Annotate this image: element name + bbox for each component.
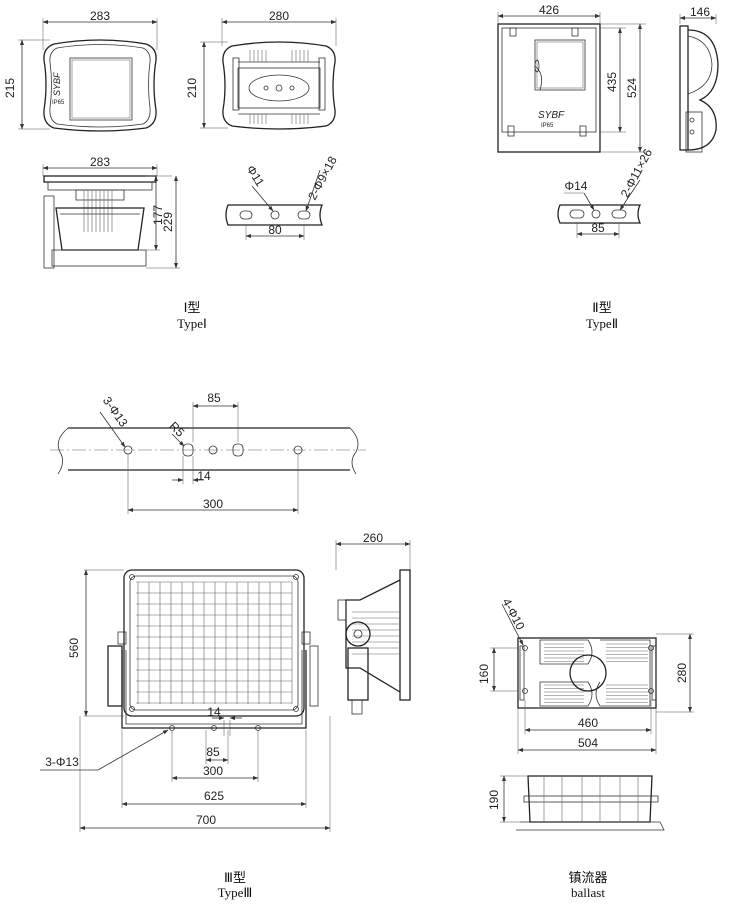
type3-300: 300: [203, 764, 223, 778]
type1-caption-cn: Ⅰ型: [184, 300, 201, 315]
type1-front-height: 215: [3, 78, 17, 98]
type3-625: 625: [204, 789, 224, 803]
type3-side-depth: 260: [363, 531, 383, 545]
type1-back-height: 210: [185, 78, 199, 98]
ballast-fins: [544, 643, 648, 703]
type1-brand: SYBF: [52, 72, 62, 96]
type1-mount-hole: Φ11: [244, 163, 268, 189]
type1-depth2: 229: [161, 212, 175, 232]
type2-depth: 146: [690, 5, 710, 19]
type1-back-view: 280 210: [185, 9, 337, 130]
type2-mount-slot: 2-Φ11×26: [618, 146, 655, 200]
type1-front-view: 283 215 SYBF IP65: [3, 9, 158, 132]
type2-mount-plate: 85 Φ14 2-Φ11×26: [557, 146, 655, 238]
type3-700: 700: [196, 813, 216, 827]
type3-85: 85: [206, 745, 220, 759]
ballast-504: 504: [578, 736, 598, 750]
bracket-r5: R5: [166, 419, 187, 440]
bracket-holes: 3-Φ13: [100, 394, 131, 430]
type2-h1: 435: [605, 72, 619, 92]
type1-caption-en: TypeⅠ: [177, 316, 207, 331]
bracket-85: 85: [207, 391, 221, 405]
type3-grille: [136, 581, 293, 704]
ballast-side-view: 190: [487, 775, 665, 831]
type1-mount-slot: 2-Φ9×18: [305, 154, 340, 203]
type1-mount-plate: 80 Φ11 2-Φ9×18: [225, 154, 340, 240]
type3-caption-cn: Ⅲ型: [224, 870, 246, 885]
bracket-300: 300: [203, 497, 223, 511]
type1-depth1: 177: [151, 205, 165, 225]
type3-14: 14: [207, 705, 221, 719]
ballast-caption-en: ballast: [571, 885, 605, 900]
type2-ip: IP65: [541, 123, 554, 129]
type1-side-view: 283 177 229: [42, 155, 180, 269]
type3-caption-en: TypeⅢ: [218, 885, 253, 900]
ballast-holes: 4-Φ10: [499, 596, 527, 633]
type3-front-view: 560 14 85 300 625 700 3-Φ13: [40, 569, 331, 832]
type1-mount-spacing: 80: [268, 223, 282, 237]
type2-width: 426: [539, 3, 559, 17]
bracket-view: 85 14 R5 3-Φ13 300: [50, 391, 366, 514]
ballast-190: 190: [487, 790, 501, 810]
type2-h2: 524: [625, 78, 639, 98]
type2-brand: SYBF: [538, 110, 565, 121]
bracket-14: 14: [197, 469, 211, 483]
ballast-280: 280: [675, 663, 689, 683]
type1-back-width: 280: [269, 9, 289, 23]
type3-side-view: 260: [335, 531, 411, 715]
ballast-460: 460: [578, 716, 598, 730]
type2-mount-spacing: 85: [591, 221, 605, 235]
type2-mount-hole: Φ14: [565, 179, 588, 193]
type1-front-width: 283: [90, 9, 110, 23]
type2-side-view: 146: [679, 5, 719, 153]
ballast-caption-cn: 镇流器: [568, 870, 607, 885]
ballast-top-view: 4-Φ10 160 280 460 504: [477, 596, 694, 754]
type3-height: 560: [67, 638, 81, 658]
type3-holes: 3-Φ13: [45, 755, 79, 769]
type2-front-view: 426 SYBF IP65 435 524: [497, 3, 646, 153]
type1-ip: IP65: [52, 100, 65, 106]
type2-caption-en: TypeⅡ: [586, 316, 618, 331]
ballast-160: 160: [477, 664, 491, 684]
type2-caption-cn: Ⅱ型: [592, 300, 611, 315]
type1-side-width: 283: [90, 155, 110, 169]
